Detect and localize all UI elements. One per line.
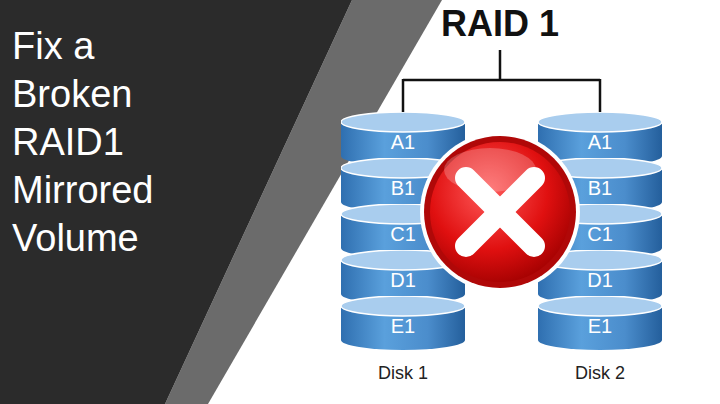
block-label: E1 bbox=[341, 296, 465, 339]
block-label: E1 bbox=[538, 296, 662, 339]
block-label: B1 bbox=[341, 158, 465, 201]
block-label: D1 bbox=[341, 250, 465, 293]
disk-block: E1 bbox=[341, 296, 465, 352]
block-label: A1 bbox=[341, 112, 465, 155]
block-label: B1 bbox=[538, 158, 662, 201]
block-label: A1 bbox=[538, 112, 662, 155]
block-label: C1 bbox=[538, 204, 662, 247]
disk-label: Disk 2 bbox=[538, 362, 662, 384]
disk-block: E1 bbox=[538, 296, 662, 352]
block-label: C1 bbox=[341, 204, 465, 247]
block-label: D1 bbox=[538, 250, 662, 293]
raid-level-label: RAID 1 bbox=[400, 2, 600, 46]
page-title: Fix a Broken RAID1 Mirrored Volume bbox=[12, 22, 187, 262]
disk-label: Disk 1 bbox=[341, 362, 465, 384]
